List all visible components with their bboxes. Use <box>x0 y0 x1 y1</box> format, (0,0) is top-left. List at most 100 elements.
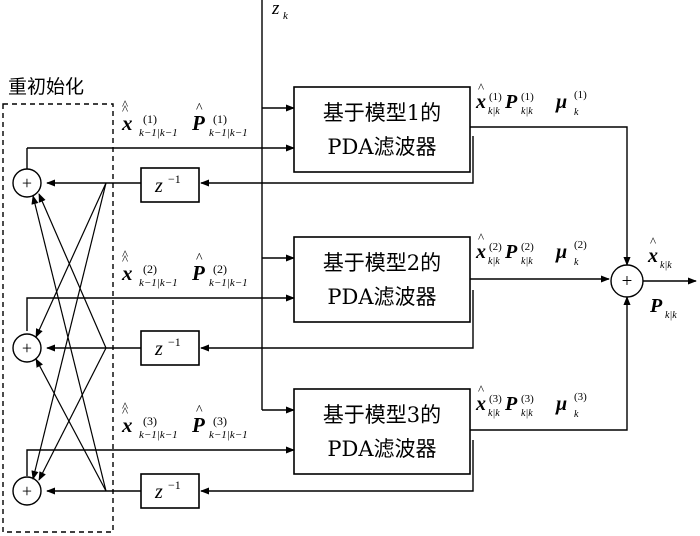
summer-3-to-filter-3 <box>26 446 295 476</box>
svg-text:z: z <box>154 338 163 360</box>
pda-filter-1-line1: 基于模型1的 <box>323 101 441 125</box>
svg-text:x: x <box>121 261 133 285</box>
svg-text:k|k: k|k <box>488 256 500 267</box>
svg-text:k|k: k|k <box>660 260 672 271</box>
svg-text:(3): (3) <box>521 393 534 405</box>
pda-filter-3-line1: 基于模型3的 <box>323 403 441 427</box>
svg-text:k|k: k|k <box>521 408 533 419</box>
pda-filter-box-3 <box>293 388 471 475</box>
svg-text:(2): (2) <box>143 262 157 276</box>
svg-text:^: ^ <box>122 102 128 117</box>
filter-3-feedback-line <box>200 440 474 495</box>
svg-text:P: P <box>504 241 518 263</box>
svg-text:z: z <box>154 175 163 197</box>
svg-text:k−1|k−1: k−1|k−1 <box>209 429 248 441</box>
svg-text:x: x <box>475 91 486 113</box>
svg-text:μ: μ <box>555 241 567 263</box>
svg-text:k: k <box>283 10 289 22</box>
pda-filter-box-2 <box>293 236 471 323</box>
pda-filter-box-1 <box>293 86 471 173</box>
svg-text:^: ^ <box>478 382 484 397</box>
pda-filter-2-line2: PDA滤波器 <box>327 285 436 309</box>
svg-text:^: ^ <box>650 234 656 249</box>
svg-text:k|k: k|k <box>521 256 533 267</box>
svg-text:−1: −1 <box>168 172 181 186</box>
svg-text:k|k: k|k <box>521 106 533 117</box>
summer-1 <box>12 168 42 198</box>
filter-2-output-label: x ^ (2) k|k P (2) k|k μ (2) k <box>475 230 587 268</box>
filter-2-feedback-line <box>200 290 474 352</box>
pda-filter-2-line1: 基于模型2的 <box>323 251 441 275</box>
delay-box-1 <box>140 167 200 203</box>
svg-text:x: x <box>121 413 133 437</box>
svg-text:(1): (1) <box>213 112 227 126</box>
svg-text:(1): (1) <box>143 112 157 126</box>
svg-text:k−1|k−1: k−1|k−1 <box>209 277 248 289</box>
svg-text:k|k: k|k <box>488 106 500 117</box>
svg-text:(2): (2) <box>489 241 502 253</box>
summer-1-symbol: + <box>22 173 32 193</box>
filter-1-output-label: x ^ (1) k|k P (1) k|k μ (1) k <box>475 80 587 118</box>
svg-text:k−1|k−1: k−1|k−1 <box>139 127 178 139</box>
summer-3-symbol: + <box>22 481 32 501</box>
svg-text:^: ^ <box>196 403 203 418</box>
svg-text:P: P <box>191 111 205 135</box>
svg-text:−1: −1 <box>168 335 181 349</box>
svg-text:(2): (2) <box>213 262 227 276</box>
svg-text:^: ^ <box>196 251 203 266</box>
svg-text:P: P <box>649 295 663 317</box>
svg-text:−1: −1 <box>168 478 181 492</box>
svg-text:P: P <box>504 91 518 113</box>
svg-text:k|k: k|k <box>665 310 677 321</box>
svg-text:(1): (1) <box>521 91 534 103</box>
svg-text:k−1|k−1: k−1|k−1 <box>209 127 248 139</box>
svg-text:x: x <box>475 241 486 263</box>
final-state-estimate-label: x ^ k|k <box>647 234 672 271</box>
delay-2-label: z −1 <box>154 335 181 360</box>
combination-summer-symbol: + <box>622 271 633 292</box>
svg-text:x: x <box>647 245 658 267</box>
svg-text:^: ^ <box>122 252 128 267</box>
svg-text:z: z <box>154 481 163 503</box>
final-covariance-label: P k|k <box>649 295 677 321</box>
delay-3-label: z −1 <box>154 478 181 503</box>
pda-filter-1-line2: PDA滤波器 <box>327 135 436 159</box>
svg-text:P: P <box>191 261 205 285</box>
svg-text:x: x <box>475 393 486 415</box>
svg-text:k: k <box>574 107 579 118</box>
svg-text:k|k: k|k <box>488 408 500 419</box>
filter-1-input-estimate-label: x ^ ^ (1) k−1|k−1 P ^ (1) k−1|k−1 <box>121 97 248 139</box>
svg-text:(2): (2) <box>574 239 587 251</box>
svg-text:(3): (3) <box>143 414 157 428</box>
svg-text:k: k <box>574 409 579 420</box>
svg-text:k: k <box>574 257 579 268</box>
filter-2-input-estimate-label: x ^ ^ (2) k−1|k−1 P ^ (2) k−1|k−1 <box>121 247 248 289</box>
summer-2 <box>12 333 42 363</box>
svg-text:μ: μ <box>555 91 567 113</box>
delay-1-label: z −1 <box>154 172 181 197</box>
svg-text:^: ^ <box>196 101 203 116</box>
filter-1-output-line <box>470 126 631 266</box>
summer-3 <box>12 476 42 506</box>
svg-text:μ: μ <box>555 393 567 415</box>
delay-box-3 <box>140 473 200 509</box>
svg-text:z: z <box>271 0 280 19</box>
summer-2-symbol: + <box>22 338 32 358</box>
filter-3-input-estimate-label: x ^ ^ (3) k−1|k−1 P ^ (3) k−1|k−1 <box>121 399 248 441</box>
svg-text:(1): (1) <box>574 89 587 101</box>
summer-2-to-filter-2 <box>26 294 295 331</box>
svg-text:(3): (3) <box>574 391 587 403</box>
svg-text:P: P <box>504 393 518 415</box>
filter-1-feedback-line <box>200 136 474 187</box>
svg-text:(1): (1) <box>489 91 502 103</box>
svg-text:^: ^ <box>478 80 484 95</box>
reinit-region <box>2 103 114 533</box>
svg-text:k−1|k−1: k−1|k−1 <box>139 429 178 441</box>
filter-3-output-label: x ^ (3) k|k P (3) k|k μ (3) k <box>475 382 587 420</box>
svg-text:^: ^ <box>122 247 128 262</box>
pda-filter-3-line2: PDA滤波器 <box>327 437 436 461</box>
interaction-cross-lines <box>31 182 107 492</box>
svg-text:(2): (2) <box>521 241 534 253</box>
svg-text:^: ^ <box>122 399 128 414</box>
